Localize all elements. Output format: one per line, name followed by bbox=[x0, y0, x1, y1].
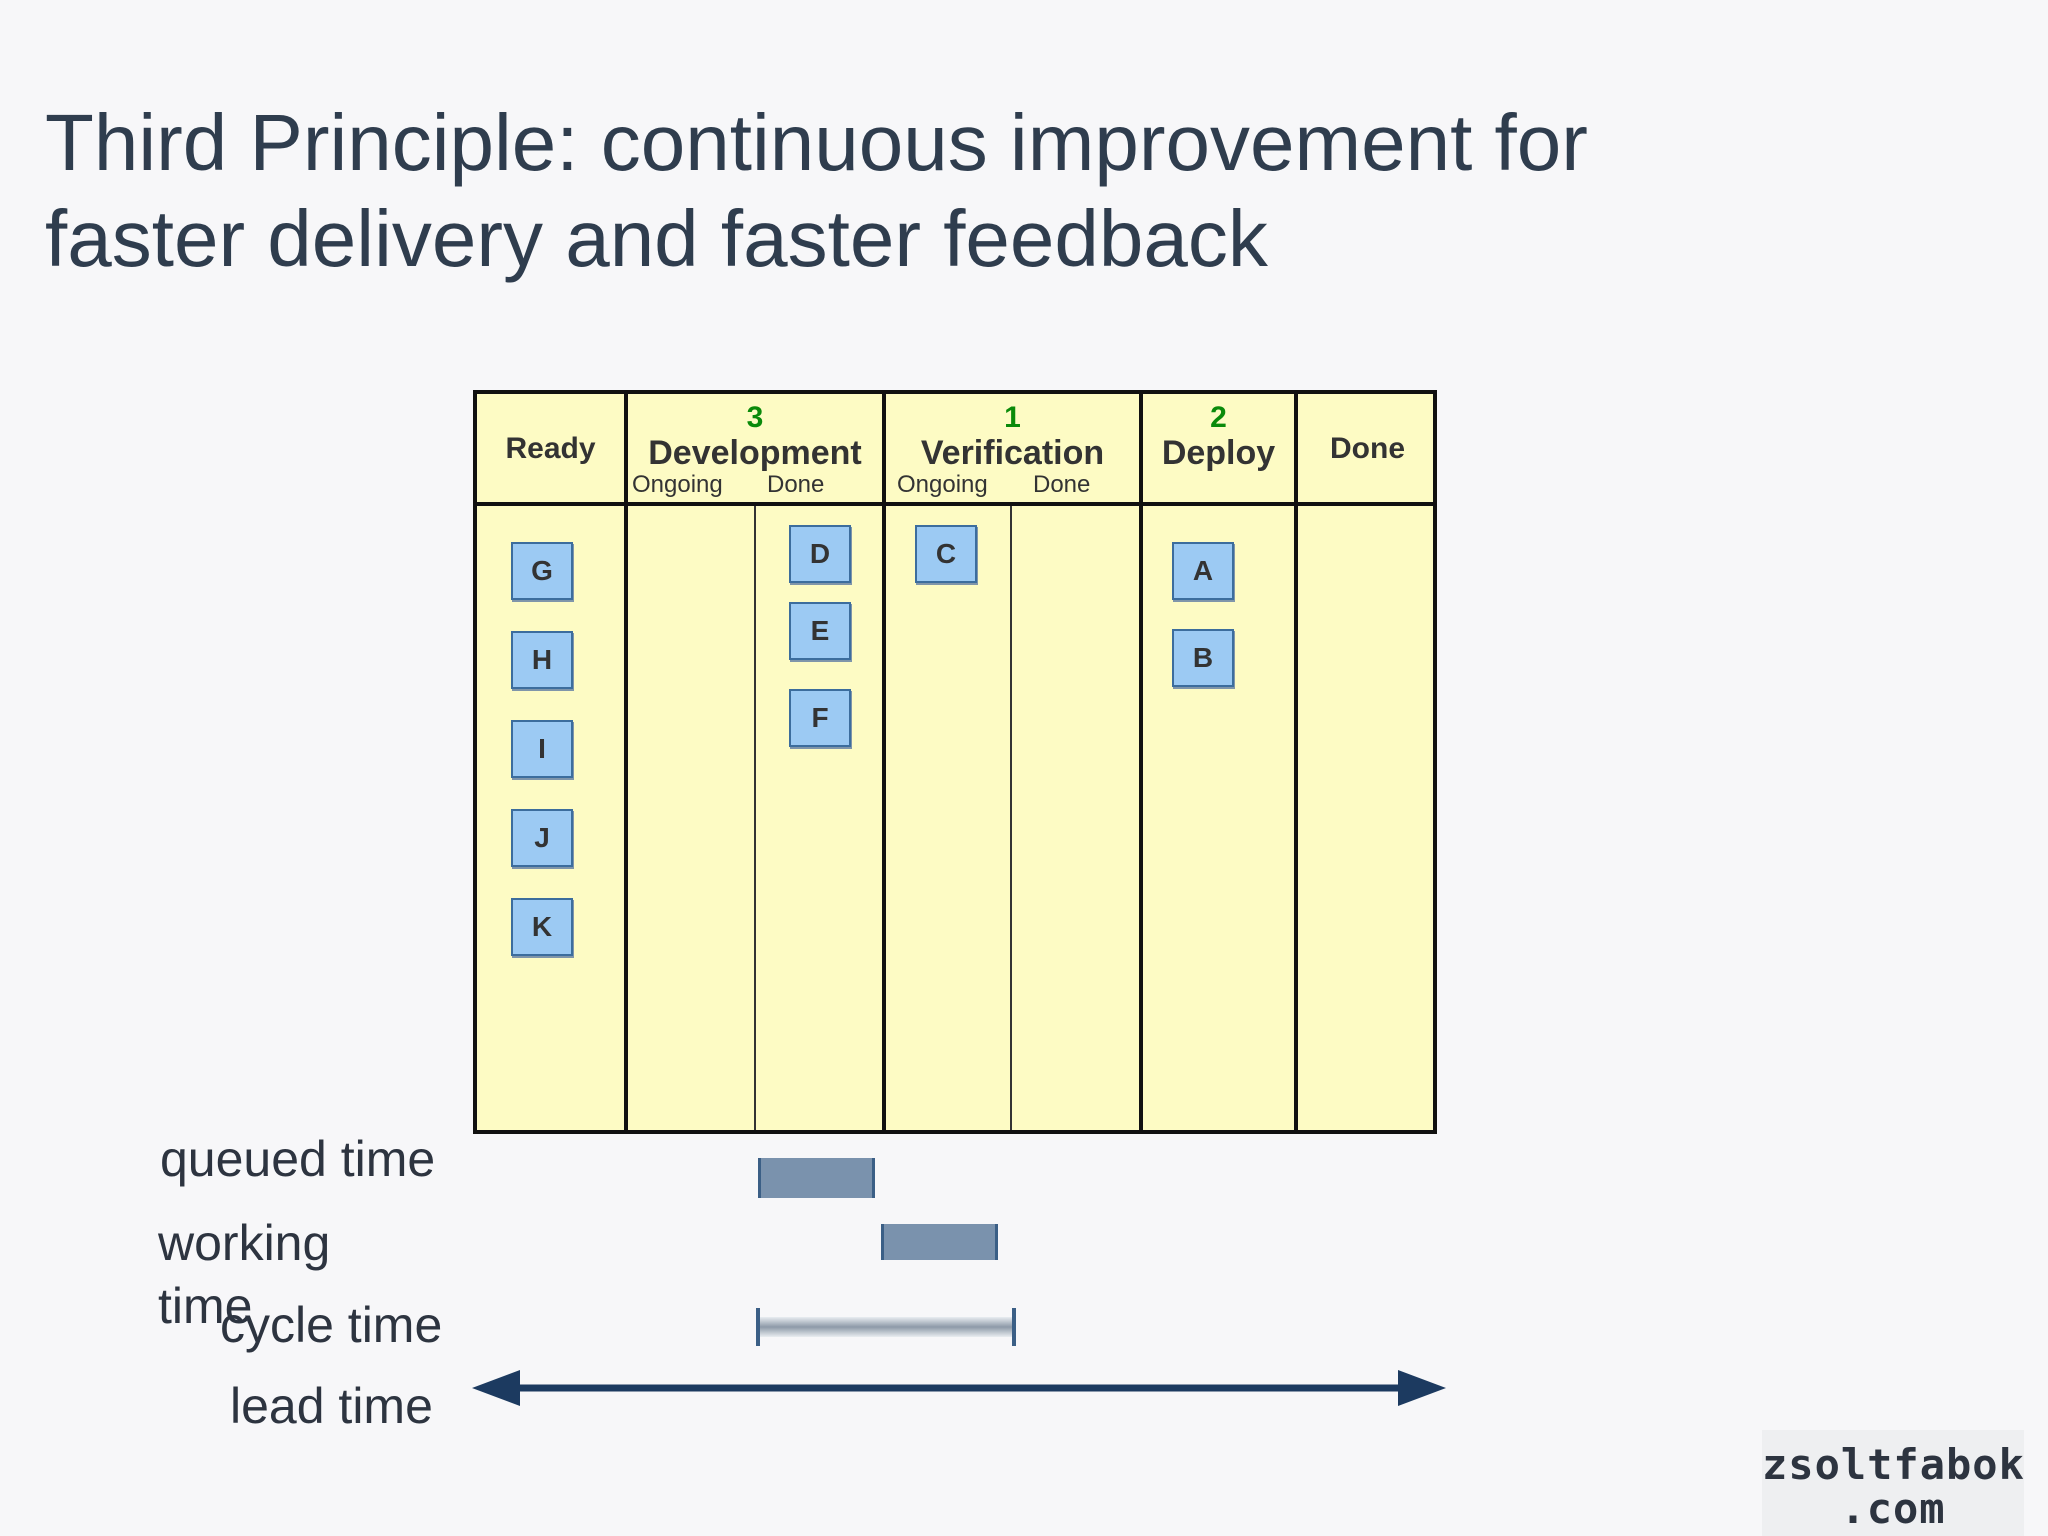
logo-line-2: .com bbox=[1840, 1484, 1946, 1533]
wip-limit: 2 bbox=[1210, 401, 1227, 434]
card-a[interactable]: A bbox=[1172, 542, 1234, 600]
queued-time-label: queued time bbox=[160, 1131, 436, 1187]
card-h[interactable]: H bbox=[511, 631, 573, 689]
column-name: Verification bbox=[920, 434, 1105, 472]
cycle-time-span bbox=[756, 1308, 1016, 1346]
column-name: Done bbox=[1330, 432, 1405, 465]
board-header bbox=[477, 394, 1433, 506]
card-j[interactable]: J bbox=[511, 809, 573, 867]
column-divider bbox=[1294, 394, 1298, 1130]
column-divider bbox=[1139, 394, 1143, 1130]
title-line-2: faster delivery and faster feedback bbox=[45, 194, 1268, 283]
subcolumn-divider bbox=[754, 506, 756, 1130]
column-header-ready: Ready bbox=[477, 394, 624, 502]
cycle-time-label: cycle time bbox=[220, 1297, 443, 1353]
column-header-verification: 1 Verification Ongoing Done bbox=[886, 394, 1139, 502]
working-time-label-line-1: working bbox=[158, 1215, 331, 1271]
column-header-done: Done bbox=[1298, 394, 1437, 502]
working-time-label-line-2: time bbox=[158, 1278, 253, 1334]
column-divider bbox=[624, 394, 628, 1130]
slide-title: Third Principle: continuous improvement … bbox=[45, 95, 1945, 287]
subcolumn-divider bbox=[1010, 506, 1012, 1130]
subcolumn-label-done: Done bbox=[1033, 471, 1091, 498]
lead-time-label: lead time bbox=[230, 1378, 433, 1434]
queued-time-bar bbox=[758, 1158, 875, 1198]
column-divider bbox=[882, 394, 886, 1130]
column-name: Deploy bbox=[1161, 434, 1276, 472]
card-i[interactable]: I bbox=[511, 720, 573, 778]
card-g[interactable]: G bbox=[511, 542, 573, 600]
wip-limit: 1 bbox=[1004, 401, 1021, 434]
subcolumn-label-done: Done bbox=[767, 471, 825, 498]
card-f[interactable]: F bbox=[789, 689, 851, 747]
title-line-1: Third Principle: continuous improvement … bbox=[45, 98, 1588, 187]
logo-line-1: zsoltfabok bbox=[1762, 1440, 2025, 1489]
column-name: Ready bbox=[505, 432, 596, 465]
column-name: Development bbox=[648, 434, 862, 472]
column-header-development: 3 Development Ongoing Done bbox=[628, 394, 882, 502]
working-time-bar bbox=[881, 1224, 998, 1260]
card-b[interactable]: B bbox=[1172, 629, 1234, 687]
zsoltfabok-logo: zsoltfabok .com bbox=[1762, 1430, 2024, 1536]
wip-limit: 3 bbox=[746, 401, 764, 434]
column-header-deploy: 2 Deploy bbox=[1143, 394, 1294, 502]
card-e[interactable]: E bbox=[789, 602, 851, 660]
card-c[interactable]: C bbox=[915, 525, 977, 583]
card-d[interactable]: D bbox=[789, 525, 851, 583]
subcolumn-label-ongoing: Ongoing bbox=[632, 471, 723, 498]
subcolumn-label-ongoing: Ongoing bbox=[897, 471, 988, 498]
kanban-board: Ready 3 Development Ongoing Done 1 Verif… bbox=[473, 390, 1437, 1134]
lead-time-arrow bbox=[472, 1370, 1446, 1406]
card-k[interactable]: K bbox=[511, 898, 573, 956]
